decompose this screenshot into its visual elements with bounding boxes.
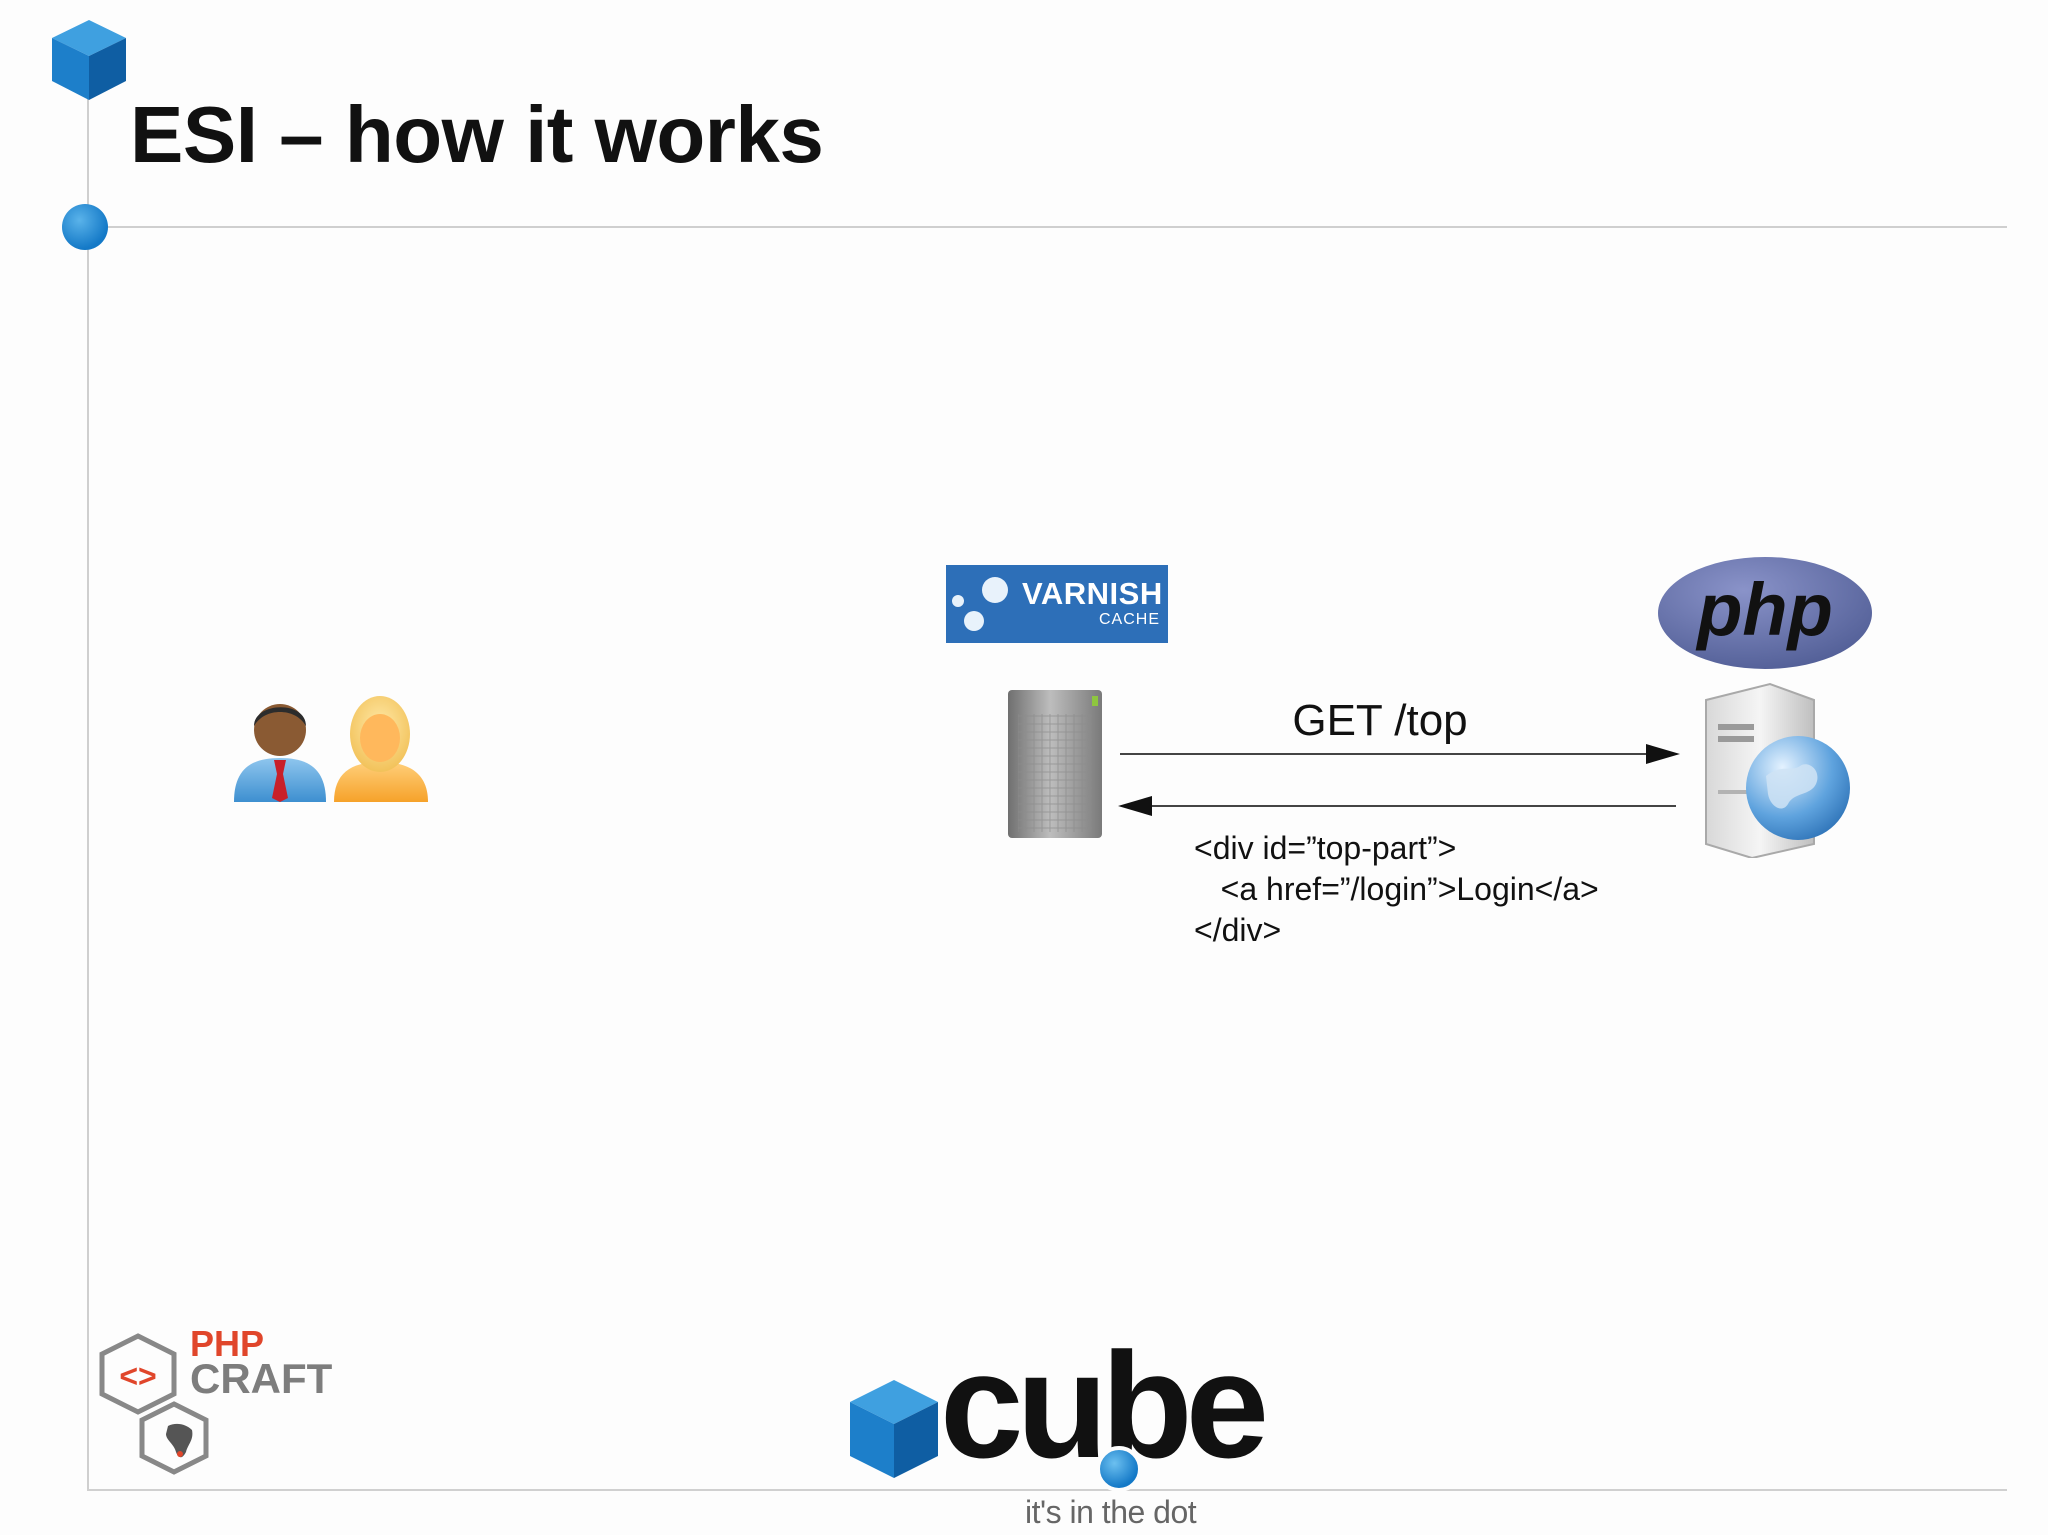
- response-arrow: [1118, 796, 1676, 816]
- phpcraft-logo-line1: PHP: [190, 1323, 265, 1364]
- response-body-line: <div id=”top-part”>: [1194, 830, 1457, 866]
- bubble-icon: [982, 577, 1008, 603]
- web-server-globe-icon: [1705, 682, 1850, 858]
- users-icon: [234, 696, 428, 802]
- bubble-icon: [952, 595, 964, 607]
- varnish-logo-name: VARNISH: [1022, 576, 1163, 611]
- varnish-logo: VARNISH CACHE: [946, 565, 1168, 643]
- cube-tagline: it's in the dot: [1025, 1494, 1197, 1530]
- response-body-line: <a href=”/login”>Login</a>: [1194, 871, 1599, 907]
- request-arrow: [1120, 744, 1680, 764]
- bubble-icon: [964, 611, 984, 631]
- cube-dot-icon: [1096, 1446, 1142, 1492]
- php-logo-text: php: [1695, 568, 1833, 651]
- request-label: GET /top: [1292, 696, 1468, 745]
- server-tower-icon: [1008, 690, 1102, 838]
- response-body-line: </div>: [1194, 912, 1282, 948]
- slide-title: ESI – how it works: [130, 90, 824, 179]
- title-rule: [87, 226, 2007, 228]
- left-rule: [87, 90, 89, 1490]
- corner-cube-icon: [52, 20, 126, 100]
- footer-rule: [87, 1489, 2007, 1491]
- php-logo: php: [1658, 557, 1872, 669]
- varnish-logo-sub: CACHE: [1098, 611, 1160, 628]
- phpcraft-hexagon-icon: <>: [99, 1333, 209, 1475]
- cube-logo-icon: [850, 1380, 938, 1478]
- phpcraft-symbol: <>: [119, 1358, 156, 1394]
- rule-dot-icon: [62, 204, 108, 250]
- phpcraft-logo-line2: CRAFT: [190, 1355, 333, 1402]
- response-body: <div id=”top-part”> <a href=”/login”>Log…: [1194, 828, 1599, 951]
